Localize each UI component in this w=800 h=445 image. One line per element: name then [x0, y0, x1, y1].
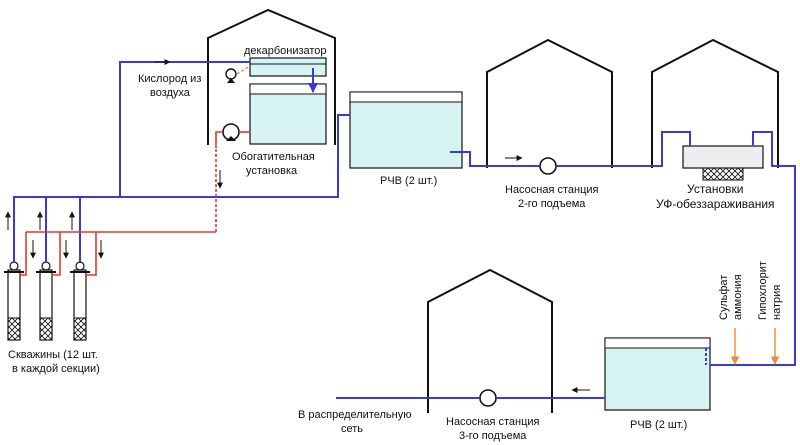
uv-label-line1: Установки	[687, 182, 743, 196]
pump3-label-line1: Насосная станция	[446, 416, 540, 428]
uv-outlet-pipe	[710, 131, 796, 366]
pump2-to-uv-pipe	[556, 131, 691, 167]
enrichment-pump-pipe	[215, 131, 223, 148]
distribution-label-line1: В распределительную	[298, 409, 411, 421]
air-blower-icon	[225, 68, 237, 83]
pump3-label-line2: 3-го подъема	[459, 430, 527, 442]
pump2-label-line1: Насосная станция	[505, 184, 599, 196]
distribution-label-line2: сеть	[341, 423, 363, 435]
uv-unit	[682, 145, 764, 169]
rchv-top-tank	[349, 91, 463, 169]
rchv-bottom-airspace	[604, 337, 711, 349]
enrichment-label-line2: установка	[246, 165, 298, 177]
rchv-bottom-label: РЧВ (2 шт.)	[630, 419, 687, 431]
rchv-to-pump2-pipe	[450, 151, 540, 167]
enrichment-pump-base	[226, 136, 236, 141]
decarbonizer-unit	[249, 57, 327, 77]
hypochlorite-label-line2: натрия	[771, 285, 783, 320]
oxygen-label-line1: Кислород из	[138, 73, 201, 85]
enrichment-label-line1: Обогатительная	[232, 151, 315, 163]
well-2-raw	[52, 232, 61, 276]
enrichment-tank-airspace	[249, 83, 327, 95]
pump2-label-line2: 2-го подъема	[518, 198, 586, 210]
wells-label-line1: Скважины (12 шт.	[8, 349, 98, 361]
hypochlorite-label-line1: Гипохлорит	[757, 261, 769, 320]
pump-station-2-building	[486, 38, 613, 168]
pump-station-3-icon	[479, 389, 497, 407]
well-1	[4, 261, 24, 341]
enrichment-building	[207, 8, 336, 145]
uv-label-line2: УФ-обеззараживания	[656, 197, 775, 211]
oxygen-feed-pipe	[119, 61, 250, 197]
decarbonizer-label: декарбонизатор	[244, 45, 327, 57]
pump-station-3-building	[427, 268, 553, 413]
rchv-top-label: РЧВ (2 шт.)	[380, 175, 437, 187]
well-supply-pipe	[13, 114, 350, 262]
well-2	[36, 261, 56, 341]
pump-station-2-icon	[539, 157, 557, 175]
well-1-raw	[20, 232, 27, 276]
well-3-raw	[86, 232, 97, 276]
air-pipe	[236, 65, 251, 75]
wells-label-line2: в каждой секции)	[12, 363, 100, 375]
ammonium-label-line2: аммония	[732, 274, 744, 320]
well-3	[70, 261, 90, 341]
oxygen-label-line2: воздуха	[150, 87, 191, 99]
rchv-top-airspace	[349, 91, 463, 103]
ammonium-label-line1: Сульфат	[718, 275, 730, 320]
uv-lamp-block	[702, 167, 744, 181]
uv-building	[651, 38, 779, 168]
rchv-bottom-tank	[604, 337, 711, 411]
